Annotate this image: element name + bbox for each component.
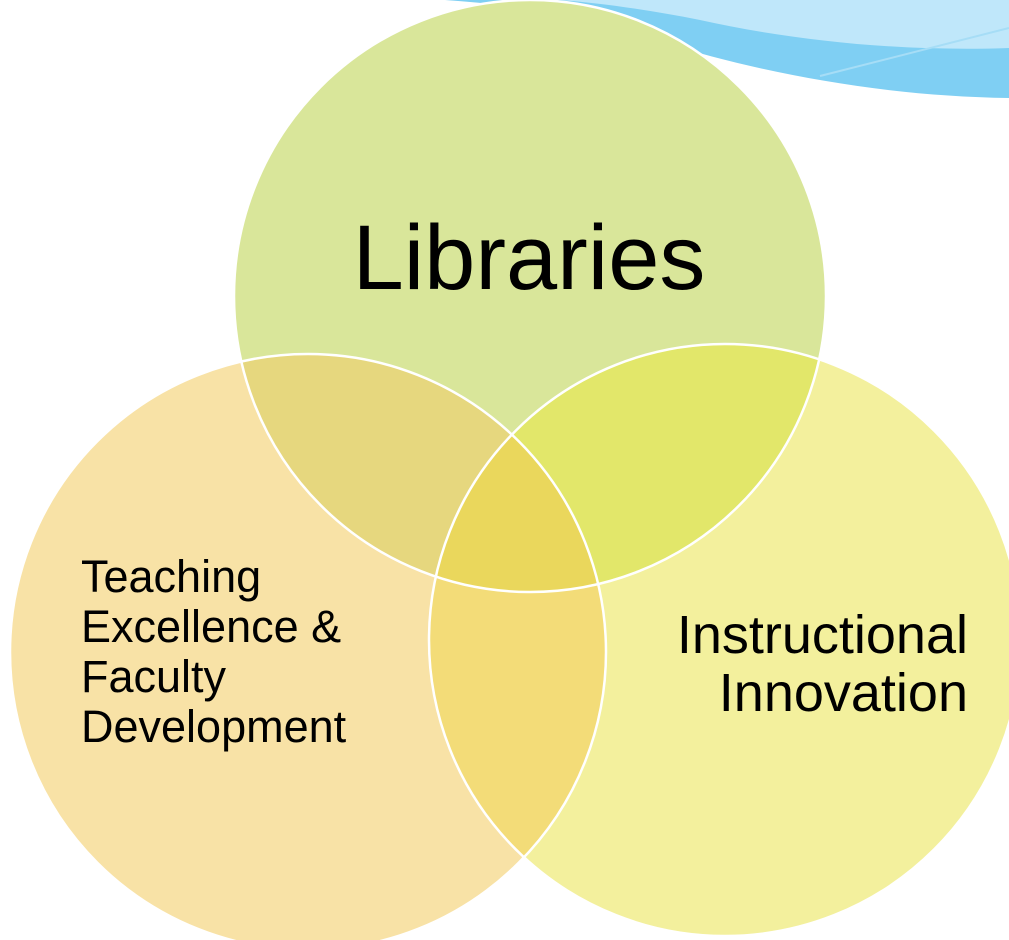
venn-label-instructional-innovation: Instructional Innovation xyxy=(676,605,968,723)
venn-overlap-top-right xyxy=(429,344,826,592)
venn-label-teaching-excellence: Teaching Excellence & Faculty Developmen… xyxy=(81,551,347,752)
venn-label-libraries: Libraries xyxy=(352,207,706,309)
venn-outlines xyxy=(8,0,1009,940)
venn-outline-right xyxy=(427,342,1009,938)
corner-swoosh-decoration xyxy=(445,0,1009,98)
swoosh-highlight-line xyxy=(819,27,1009,77)
swoosh-band-inner xyxy=(560,0,1009,49)
venn-overlap-top-left xyxy=(234,354,606,592)
venn-outline-left xyxy=(8,352,608,940)
venn-outline-top xyxy=(232,0,828,594)
